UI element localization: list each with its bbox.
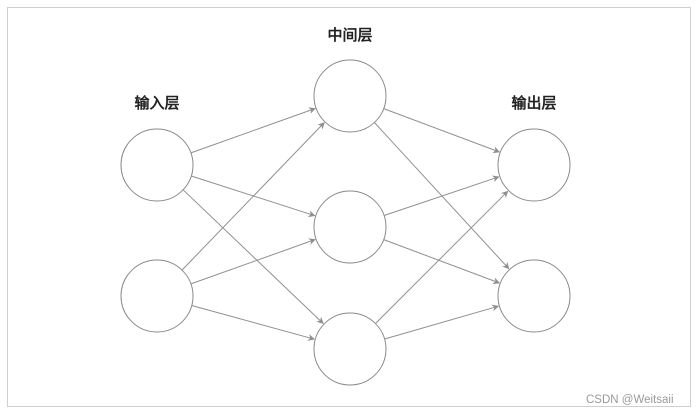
watermark-text: CSDN @Weitsaii xyxy=(586,394,674,406)
input-node-2 xyxy=(120,259,194,333)
connection-arrow-hidden3-to-output2 xyxy=(384,304,500,340)
connection-arrow-input1-to-hidden1 xyxy=(190,107,316,154)
layer-label-hidden: 中间层 xyxy=(327,26,372,44)
hidden-node-1 xyxy=(313,59,387,133)
connection-arrow-input2-to-hidden3 xyxy=(191,305,315,341)
hidden-node-3 xyxy=(313,312,387,386)
diagram-frame xyxy=(7,7,691,407)
output-node-2 xyxy=(497,259,571,333)
connection-arrow-input2-to-hidden2 xyxy=(190,238,316,285)
connection-arrow-hidden1-to-output1 xyxy=(383,108,501,154)
connection-arrow-hidden3-to-output1 xyxy=(375,190,509,324)
connection-arrow-hidden2-to-output1 xyxy=(383,175,500,216)
layer-label-input: 输入层 xyxy=(134,94,179,112)
hidden-node-2 xyxy=(313,190,387,264)
connection-arrow-input1-to-hidden3 xyxy=(182,189,324,324)
input-node-1 xyxy=(120,128,194,202)
output-node-1 xyxy=(497,128,571,202)
nodes-group xyxy=(120,59,571,386)
connections-group xyxy=(181,107,510,341)
layer-label-output: 输出层 xyxy=(511,94,556,112)
connection-arrow-hidden2-to-output2 xyxy=(383,239,501,285)
connection-arrow-input2-to-hidden1 xyxy=(181,122,325,271)
